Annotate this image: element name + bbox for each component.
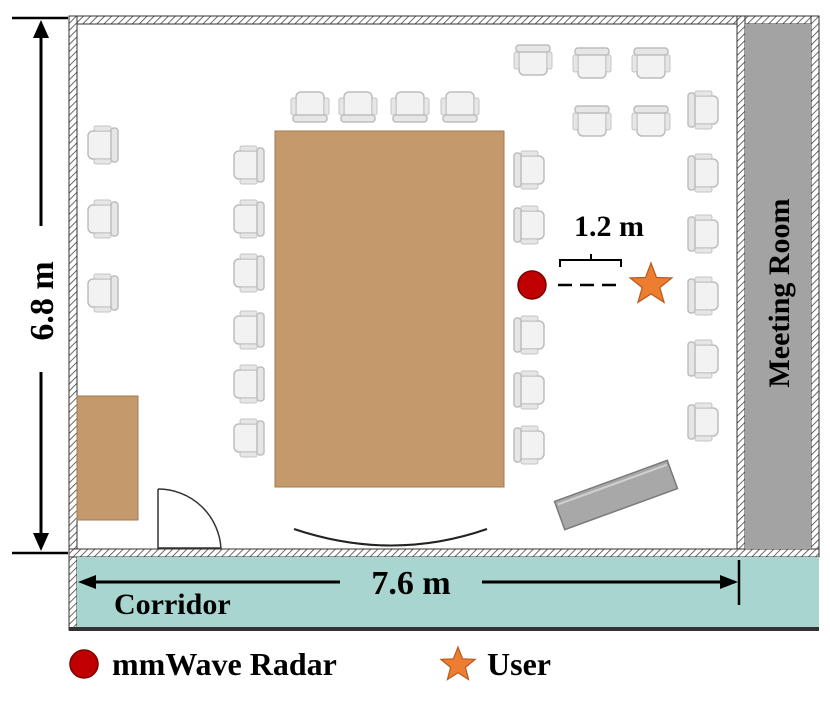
door [157,488,222,550]
chair [513,150,545,190]
chair [87,273,119,313]
corridor-label: Corridor [114,588,231,621]
distance-annotation [558,254,624,287]
chair [631,47,671,79]
legend-user-icon [439,645,477,681]
chair [233,364,265,404]
curved-partition [293,528,488,547]
chair [87,125,119,165]
chair [687,153,719,193]
chair [233,145,265,185]
meeting-room-label: Meeting Room [763,198,796,387]
height-dimension [12,16,68,555]
height-label: 6.8 m [24,261,61,340]
legend-user-label: User [487,646,551,682]
width-label: 7.6 m [371,565,450,602]
legend-radar-icon [69,649,99,679]
chair [631,105,671,137]
chair [513,315,545,355]
meeting-room [745,24,811,549]
chair [290,91,330,123]
chair [687,339,719,379]
chair [513,425,545,465]
conference-table [274,130,505,488]
chair [338,91,378,123]
chair [513,370,545,410]
corridor [77,557,819,627]
legend-radar-label: mmWave Radar [112,646,337,682]
width-dimension [78,560,741,605]
chair [233,310,265,350]
legend: mmWave Radar User [69,645,551,682]
chair [572,47,612,79]
distance-label: 1.2 m [574,210,644,243]
chair [390,91,430,123]
side-desk [76,395,139,521]
chair [233,199,265,239]
chair [513,205,545,245]
chair [233,418,265,458]
bench [553,459,679,531]
chair [513,44,553,76]
chair [440,91,480,123]
chair [687,402,719,442]
chair [687,90,719,130]
chair [233,253,265,293]
chair [572,105,612,137]
chair [687,214,719,254]
radar-marker [517,270,547,300]
chair [87,199,119,239]
user-marker [628,261,674,304]
chair [687,276,719,316]
